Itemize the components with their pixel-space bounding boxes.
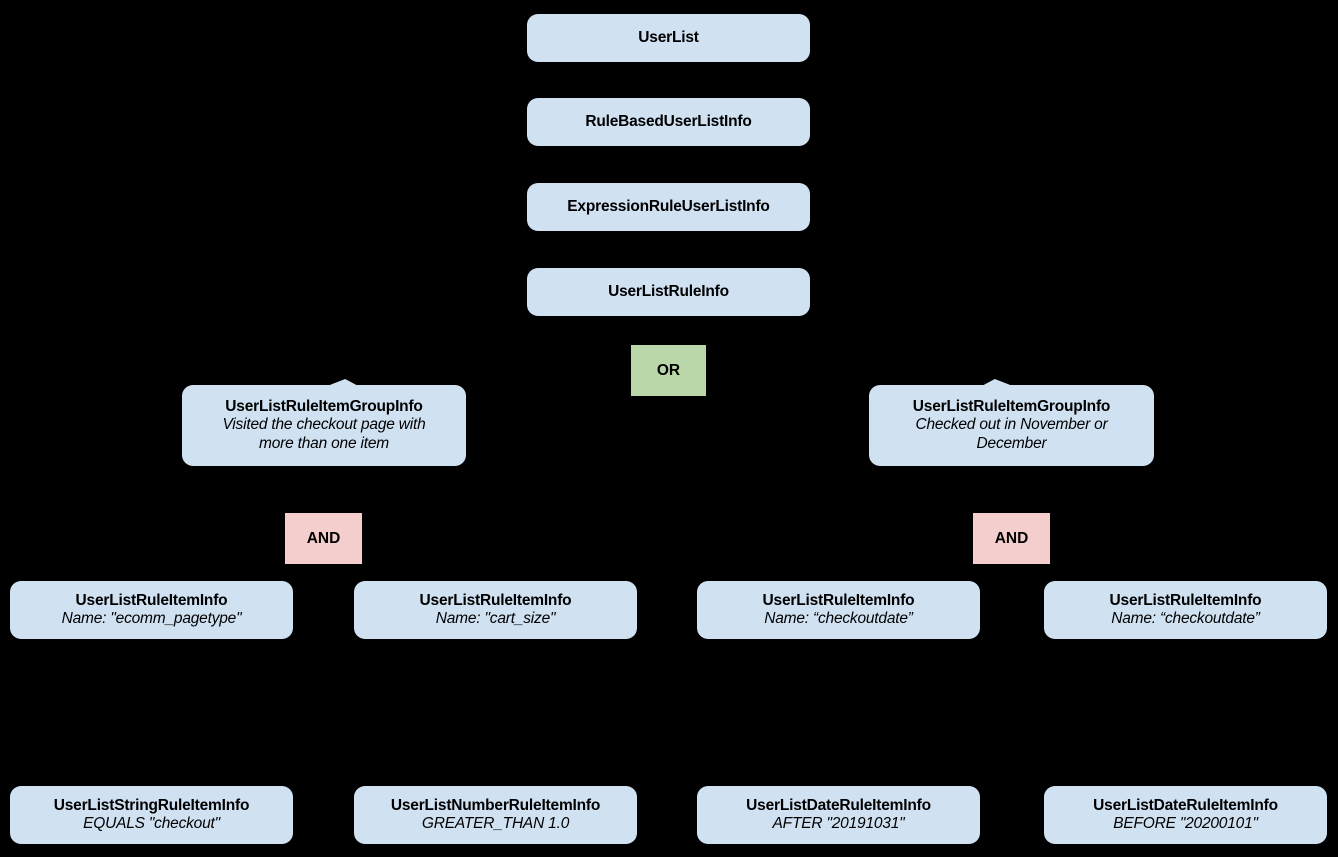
node-user-list-rule-info[interactable]: UserListRuleInfo: [527, 268, 810, 316]
node-leaf-1-subtitle: EQUALS "checkout": [83, 815, 220, 832]
node-rule-item-1-title: UserListRuleItemInfo: [75, 591, 228, 609]
node-rule-item-1[interactable]: UserListRuleItemInfo Name: "ecomm_pagety…: [10, 581, 293, 639]
node-rule-item-4-subtitle: Name: “checkoutdate”: [1111, 610, 1260, 627]
node-expression-rule-user-list-info-title: ExpressionRuleUserListInfo: [567, 197, 770, 215]
node-leaf-2-subtitle: GREATER_THAN 1.0: [421, 815, 570, 832]
node-rule-item-2-title: UserListRuleItemInfo: [419, 591, 572, 609]
node-rule-item-3[interactable]: UserListRuleItemInfo Name: “checkoutdate…: [697, 581, 980, 639]
operator-and-right-label: AND: [994, 529, 1029, 547]
node-rule-item-2[interactable]: UserListRuleItemInfo Name: "cart_size": [354, 581, 637, 639]
node-group-left-subtitle-line1: Visited the checkout page with: [222, 416, 426, 434]
node-leaf-3-subtitle: AFTER "20191031": [772, 815, 905, 832]
node-leaf-2[interactable]: UserListNumberRuleItemInfo GREATER_THAN …: [354, 786, 637, 844]
node-leaf-3-title: UserListDateRuleItemInfo: [746, 796, 931, 814]
node-rule-item-3-title: UserListRuleItemInfo: [762, 591, 915, 609]
node-rule-item-2-subtitle: Name: "cart_size": [435, 610, 556, 627]
node-user-list-title: UserList: [638, 28, 699, 46]
node-group-left-title: UserListRuleItemGroupInfo: [225, 398, 423, 416]
operator-or-label: OR: [656, 361, 681, 379]
node-leaf-1-title: UserListStringRuleItemInfo: [53, 796, 250, 814]
node-group-right-subtitle-line1: Checked out in November or: [915, 416, 1108, 434]
node-leaf-4-title: UserListDateRuleItemInfo: [1093, 796, 1278, 814]
node-rule-based-user-list-info-title: RuleBasedUserListInfo: [585, 112, 752, 130]
node-group-right-subtitle-line2: December: [976, 434, 1047, 452]
node-expression-rule-user-list-info[interactable]: ExpressionRuleUserListInfo: [527, 183, 810, 231]
node-rule-item-4[interactable]: UserListRuleItemInfo Name: “checkoutdate…: [1044, 581, 1327, 639]
node-rule-item-3-subtitle: Name: “checkoutdate”: [764, 610, 913, 627]
operator-and-left[interactable]: AND: [285, 513, 362, 564]
node-leaf-3[interactable]: UserListDateRuleItemInfo AFTER "20191031…: [697, 786, 980, 844]
operator-and-right[interactable]: AND: [973, 513, 1050, 564]
node-group-left-subtitle-line2: more than one item: [259, 434, 389, 452]
node-leaf-4[interactable]: UserListDateRuleItemInfo BEFORE "2020010…: [1044, 786, 1327, 844]
node-group-right-title: UserListRuleItemGroupInfo: [912, 398, 1111, 416]
node-rule-item-1-subtitle: Name: "ecomm_pagetype": [61, 610, 242, 627]
node-leaf-4-subtitle: BEFORE "20200101": [1113, 815, 1258, 832]
node-group-right[interactable]: UserListRuleItemGroupInfo Checked out in…: [869, 385, 1154, 466]
node-leaf-1[interactable]: UserListStringRuleItemInfo EQUALS "check…: [10, 786, 293, 844]
operator-and-left-label: AND: [306, 529, 341, 547]
node-rule-based-user-list-info[interactable]: RuleBasedUserListInfo: [527, 98, 810, 146]
node-leaf-2-title: UserListNumberRuleItemInfo: [390, 796, 601, 814]
node-user-list-rule-info-title: UserListRuleInfo: [608, 282, 729, 300]
operator-or[interactable]: OR: [631, 345, 706, 396]
node-rule-item-4-title: UserListRuleItemInfo: [1109, 591, 1262, 609]
node-user-list[interactable]: UserList: [527, 14, 810, 62]
node-group-left[interactable]: UserListRuleItemGroupInfo Visited the ch…: [182, 385, 466, 466]
